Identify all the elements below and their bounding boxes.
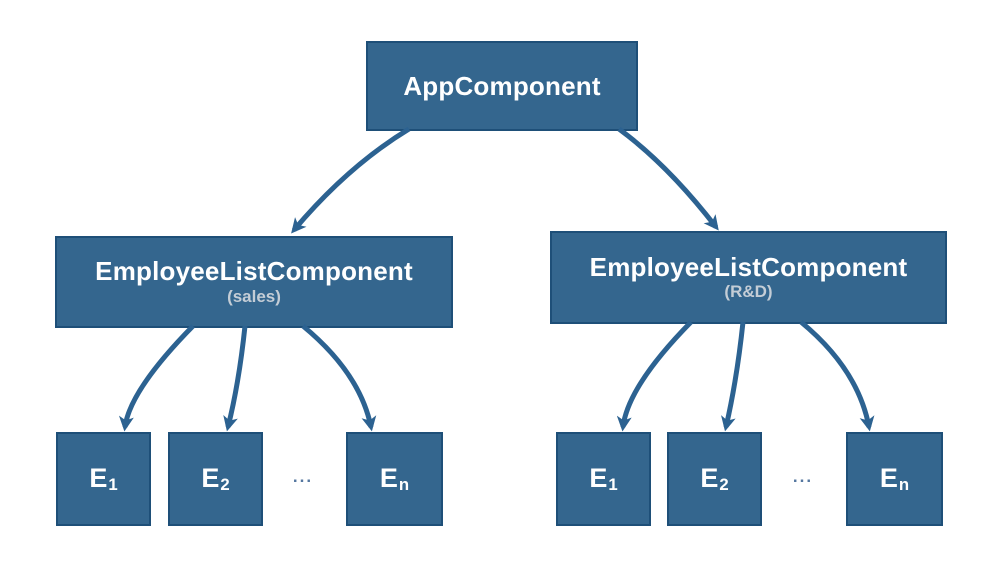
- node-rd-employee-2-label: E2: [700, 463, 728, 496]
- arrow-sales-to-e2: [223, 325, 248, 432]
- node-rd-employee-1-label: E1: [589, 463, 617, 496]
- leaf-subscript: 1: [608, 475, 618, 495]
- arrow-sales-to-e1: [118, 324, 195, 432]
- leaf-base: E: [89, 462, 108, 493]
- leaf-subscript: n: [398, 475, 410, 495]
- node-app-component: AppComponent: [366, 41, 638, 131]
- leaf-base: E: [879, 462, 898, 493]
- arrow-root-to-sales: [291, 126, 411, 234]
- node-sales-employee-2: E2: [168, 432, 263, 526]
- node-employee-list-rd-label: EmployeeListComponent: [589, 251, 908, 282]
- node-rd-employee-n: En: [846, 432, 943, 526]
- arrow-rd-to-e2: [721, 321, 746, 432]
- node-employee-list-sales-subtitle: (sales): [227, 286, 281, 306]
- ellipsis-sales: ...: [292, 467, 314, 486]
- leaf-subscript: 1: [108, 475, 118, 495]
- arrow-sales-to-en: [301, 324, 377, 432]
- leaf-subscript: 2: [220, 475, 230, 495]
- leaf-base: E: [589, 462, 608, 493]
- node-employee-list-rd-subtitle: (R&D): [724, 282, 773, 302]
- node-rd-employee-1: E1: [556, 432, 651, 526]
- arrow-root-to-rd: [617, 126, 719, 231]
- node-employee-list-sales-label: EmployeeListComponent: [95, 256, 413, 286]
- node-employee-list-rd: EmployeeListComponent (R&D): [550, 231, 947, 324]
- node-sales-employee-n: En: [346, 432, 443, 526]
- leaf-base: E: [379, 462, 398, 493]
- leaf-base: E: [700, 462, 719, 493]
- leaf-subscript: 2: [719, 475, 729, 495]
- node-rd-employee-2: E2: [667, 432, 762, 526]
- arrow-rd-to-e1: [616, 320, 693, 432]
- node-employee-list-sales: EmployeeListComponent (sales): [55, 236, 453, 328]
- node-sales-employee-n-label: En: [380, 463, 409, 496]
- node-sales-employee-1: E1: [56, 432, 151, 526]
- leaf-subscript: n: [898, 475, 910, 495]
- node-sales-employee-1-label: E1: [89, 463, 117, 496]
- node-app-component-label: AppComponent: [403, 70, 601, 101]
- arrow-rd-to-en: [799, 320, 875, 432]
- node-rd-employee-n-label: En: [880, 463, 909, 496]
- leaf-base: E: [201, 462, 220, 493]
- ellipsis-rd: ...: [792, 467, 814, 486]
- node-sales-employee-2-label: E2: [201, 463, 229, 496]
